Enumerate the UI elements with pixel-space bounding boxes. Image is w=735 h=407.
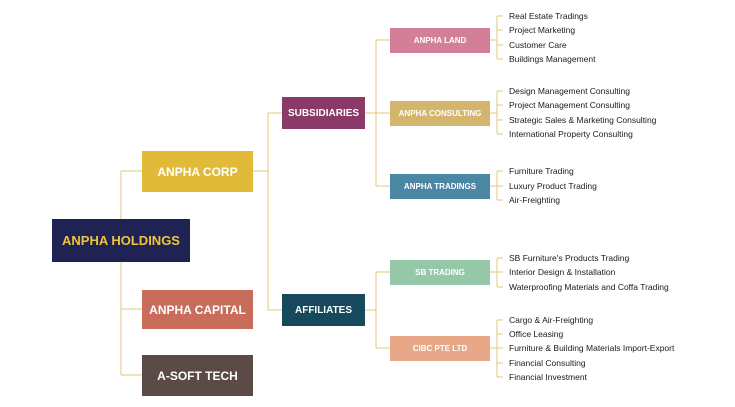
leaf-item: Financial Investment bbox=[509, 372, 587, 382]
leaf-item: SB Furniture's Products Trading bbox=[509, 253, 630, 263]
node-label: ANPHA TRADINGS bbox=[403, 182, 477, 191]
leaf-item: Design Management Consulting bbox=[509, 86, 630, 96]
root-node-anpha-holdings: ANPHA HOLDINGS bbox=[52, 219, 190, 262]
leaf-item: Furniture Trading bbox=[509, 166, 574, 176]
leaf-item: Customer Care bbox=[509, 40, 567, 50]
node-affiliates: AFFILIATES bbox=[282, 294, 365, 326]
leaf-item: Real Estate Tradings bbox=[509, 11, 588, 21]
node-anpha-land: ANPHA LAND bbox=[390, 28, 490, 53]
node-label: SB TRADING bbox=[415, 268, 465, 277]
node-subsidiaries: SUBSIDIARIES bbox=[282, 97, 365, 129]
node-label: ANPHA CORP bbox=[157, 164, 238, 179]
node-label: A-SOFT TECH bbox=[157, 368, 238, 383]
node-anpha-tradings: ANPHA TRADINGS bbox=[390, 174, 490, 199]
leaf-item: Air-Freighting bbox=[509, 195, 561, 205]
leaf-item: Interior Design & Installation bbox=[509, 267, 616, 277]
node-label: ANPHA CONSULTING bbox=[398, 109, 482, 118]
node-label: AFFILIATES bbox=[294, 304, 353, 316]
node-anpha-consulting: ANPHA CONSULTING bbox=[390, 101, 490, 126]
leaf-item: Waterproofing Materials and Coffa Tradin… bbox=[509, 282, 669, 292]
node-label: ANPHA CAPITAL bbox=[149, 302, 246, 317]
leaf-item: Strategic Sales & Marketing Consulting bbox=[509, 115, 657, 125]
leaf-item: Luxury Product Trading bbox=[509, 181, 597, 191]
leaf-item: Office Leasing bbox=[509, 329, 564, 339]
leaf-item: Buildings Management bbox=[509, 54, 596, 64]
node-a-soft-tech: A-SOFT TECH bbox=[142, 355, 253, 396]
node-label: CIBC PTE LTD bbox=[412, 344, 468, 353]
node-cibc-pte-ltd: CIBC PTE LTD bbox=[390, 336, 490, 361]
node-sb-trading: SB TRADING bbox=[390, 260, 490, 285]
leaf-item: Financial Consulting bbox=[509, 358, 586, 368]
node-label: ANPHA LAND bbox=[413, 36, 467, 45]
leaf-item: Furniture & Building Materials Import-Ex… bbox=[509, 343, 675, 353]
leaf-item: Project Management Consulting bbox=[509, 100, 630, 110]
leaf-item: International Property Consulting bbox=[509, 129, 633, 139]
leaf-item: Cargo & Air-Freighting bbox=[509, 315, 594, 325]
root-node-label: ANPHA HOLDINGS bbox=[62, 233, 180, 248]
node-label: SUBSIDIARIES bbox=[287, 107, 360, 119]
node-anpha-capital: ANPHA CAPITAL bbox=[142, 290, 253, 329]
node-anpha-corp: ANPHA CORP bbox=[142, 151, 253, 192]
leaf-item: Project Marketing bbox=[509, 25, 576, 35]
